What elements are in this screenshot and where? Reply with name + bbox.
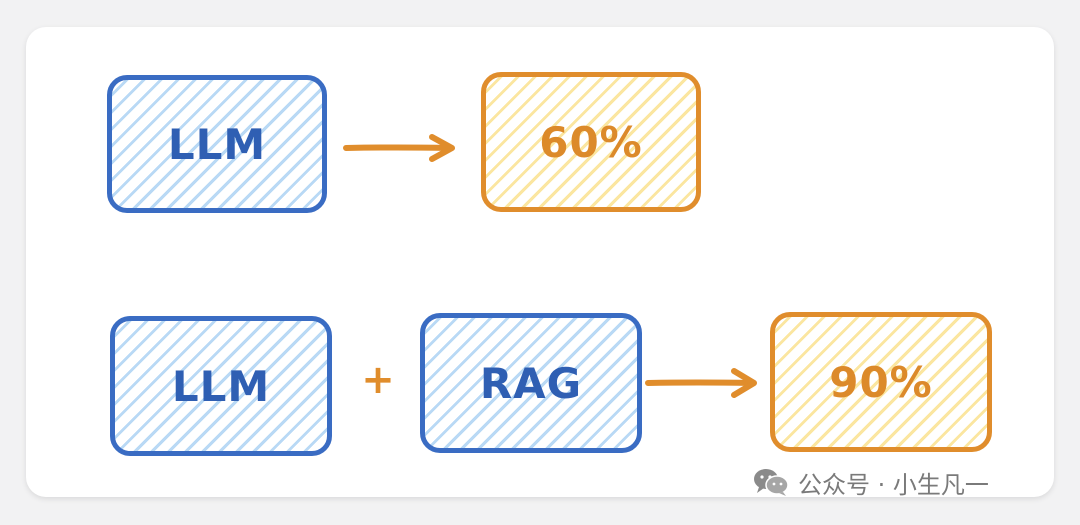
arrow-row1 xyxy=(343,134,455,162)
result-label-row2: 90% xyxy=(829,357,933,407)
result-box-row2: 90% xyxy=(770,312,992,452)
wechat-icon xyxy=(754,469,789,496)
watermark-text: 公众号 · 小生凡一 xyxy=(798,470,989,499)
rag-box: RAG xyxy=(420,313,642,453)
result-label-row1: 60% xyxy=(539,117,643,167)
llm-label-row1: LLM xyxy=(167,119,267,169)
watermark: 公众号 · 小生凡一 xyxy=(752,466,989,499)
plus-operator: + xyxy=(361,357,395,403)
rag-label: RAG xyxy=(479,358,583,408)
result-box-row1: 60% xyxy=(481,72,701,212)
llm-box-row1: LLM xyxy=(107,75,327,213)
llm-label-row2: LLM xyxy=(171,361,271,411)
llm-box-row2: LLM xyxy=(110,316,332,456)
arrow-row2 xyxy=(645,368,757,398)
